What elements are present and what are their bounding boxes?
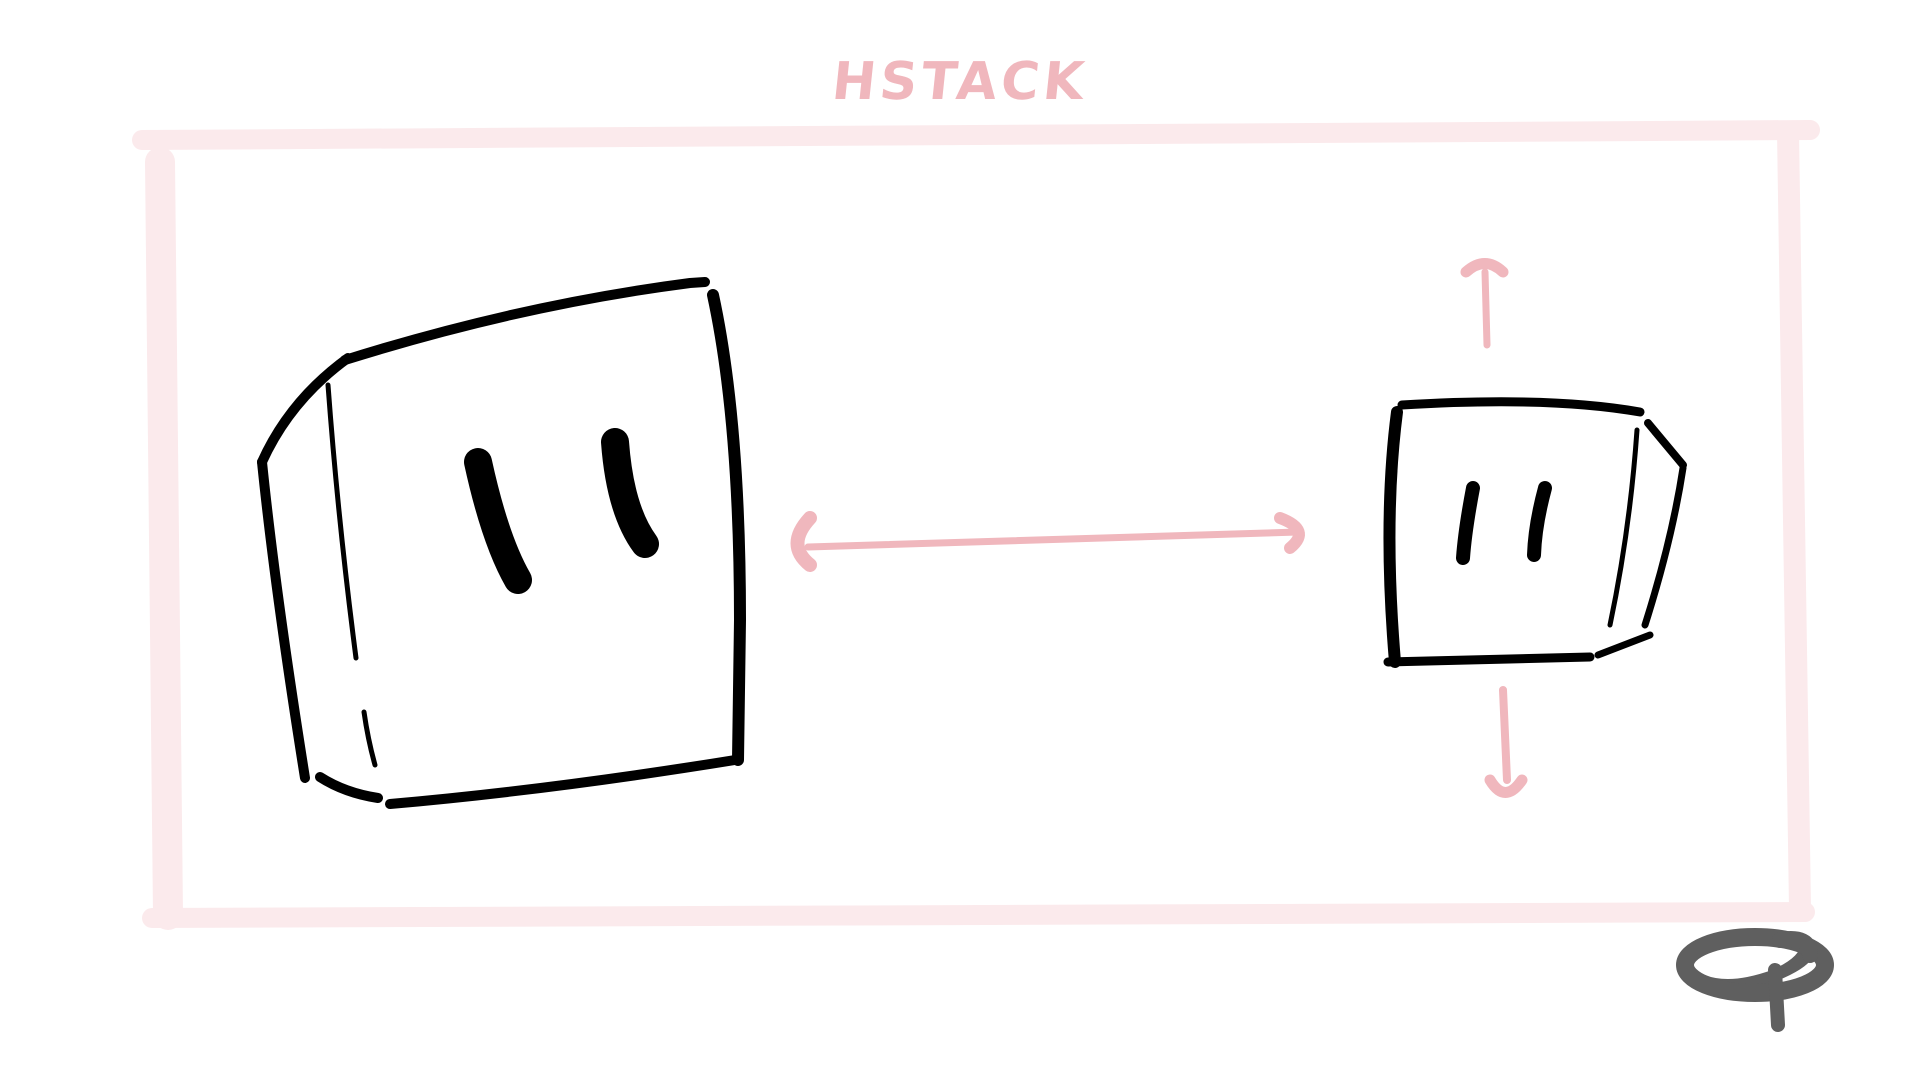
- hstack-container: [132, 120, 1820, 930]
- horizontal-spacing-arrow: [790, 511, 1305, 572]
- small-box: [1383, 397, 1687, 668]
- logo: [1676, 928, 1834, 1032]
- large-box: [257, 277, 746, 809]
- vertical-alignment-arrows: [1460, 258, 1528, 798]
